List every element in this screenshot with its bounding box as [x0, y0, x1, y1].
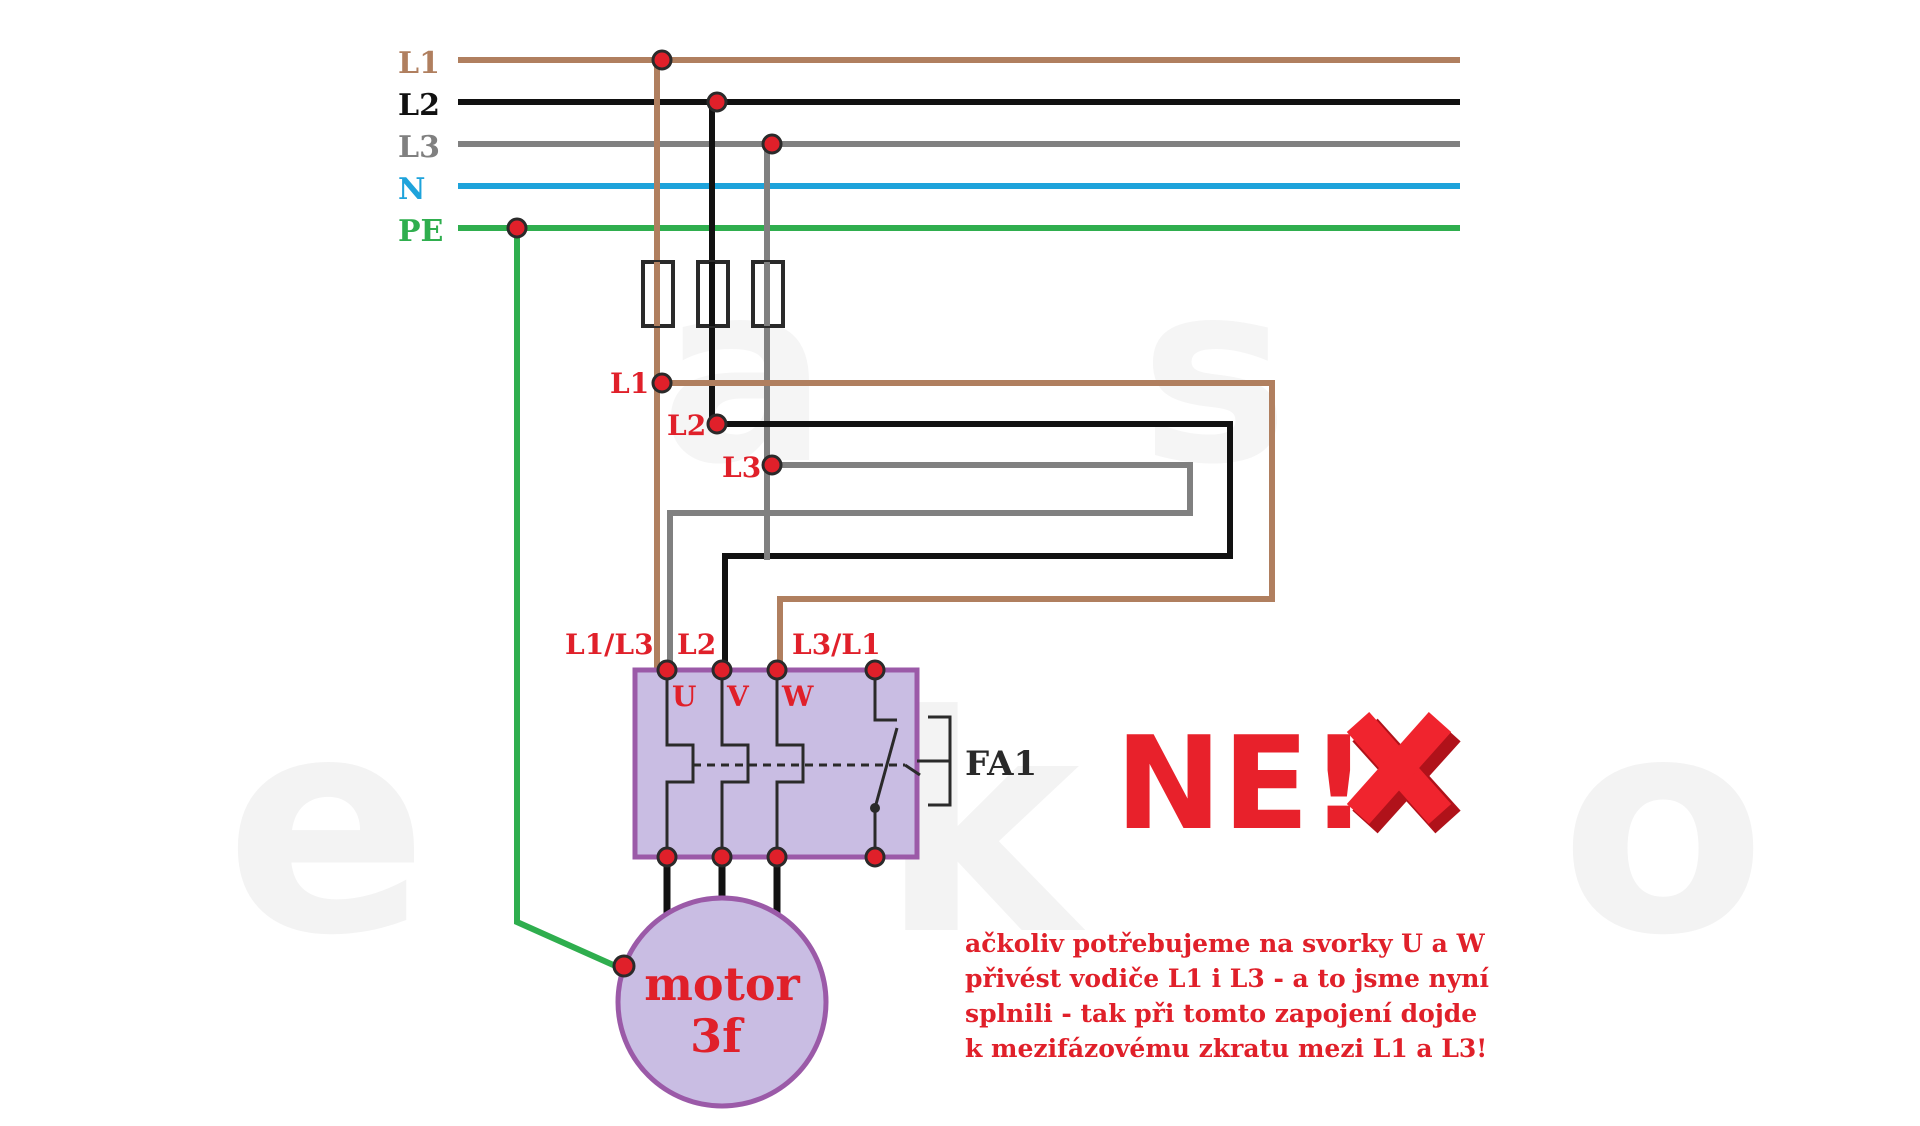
bus-label-n: N: [398, 172, 425, 207]
thermal-relay: U V W FA1: [632, 667, 1037, 860]
note-line-1: ačkoliv potřebujeme na svorky U a W: [965, 929, 1486, 958]
aux-contact-top: [873, 670, 897, 722]
note-line-4: k mezifázovému zkratu mezi L1 a L3!: [965, 1034, 1487, 1063]
bimetal-w: [775, 670, 805, 857]
motor: motor 3f: [615, 895, 829, 1109]
terminal-w: W: [781, 680, 814, 713]
watermark: e k o a s: [225, 228, 1766, 1001]
red-x-icon: [1346, 712, 1461, 834]
wire-pe-to-motor: [514, 228, 622, 971]
bimetal-v: [720, 670, 750, 857]
relay-input-u: L1/L3: [565, 628, 654, 661]
aux-link-end: [904, 763, 921, 777]
bus-label-l3: L3: [398, 130, 440, 165]
aux-contact-blade: [873, 727, 899, 809]
relay-input-w: L3/L1: [792, 628, 881, 661]
terminal-v: V: [726, 680, 750, 713]
bus-label-l2: L2: [398, 88, 440, 123]
fuse-output-labels: L1 L2 L3: [610, 367, 761, 484]
relay-input-v: L2: [677, 628, 716, 661]
fuse-output-l1: L1: [610, 367, 649, 400]
watermark-letter: s: [1140, 228, 1289, 519]
wire-l3-to-u: [667, 462, 1193, 669]
note-line-3: splnili - tak při tomto zapojení dojde: [965, 999, 1477, 1028]
fuse-output-l3: L3: [722, 451, 761, 484]
wire-l2-to-v: [712, 421, 1233, 669]
bus-label-pe: PE: [398, 214, 443, 249]
cross-wiring: [514, 228, 1275, 971]
bus-label-l1: L1: [398, 46, 440, 81]
motor-label-line2: 3f: [690, 1009, 745, 1063]
verdict-text: NE!: [1115, 710, 1368, 859]
note-line-2: přivést vodiče L1 i L3 - a to jsme nyní: [965, 964, 1489, 993]
fuses: [641, 260, 785, 328]
watermark-letter: o: [1560, 652, 1766, 1001]
bus-labels: L1 L2 L3 N PE: [398, 46, 443, 249]
watermark-letter: e: [225, 652, 428, 1001]
wire-l1-to-w: [657, 380, 1275, 669]
motor-body: [615, 895, 829, 1109]
note: ačkoliv potřebujeme na svorky U a W přiv…: [965, 929, 1489, 1063]
connection-dots: [506, 49, 886, 978]
relay-input-labels: L1/L3 L2 L3/L1: [565, 628, 881, 661]
watermark-letter: a: [660, 228, 829, 519]
relay-label: FA1: [965, 744, 1037, 784]
terminal-u: U: [672, 680, 696, 713]
fuse-output-l2: L2: [667, 409, 706, 442]
motor-label-line1: motor: [644, 957, 800, 1011]
bus-lines: [458, 57, 1460, 231]
verdict: NE!: [1115, 710, 1461, 859]
